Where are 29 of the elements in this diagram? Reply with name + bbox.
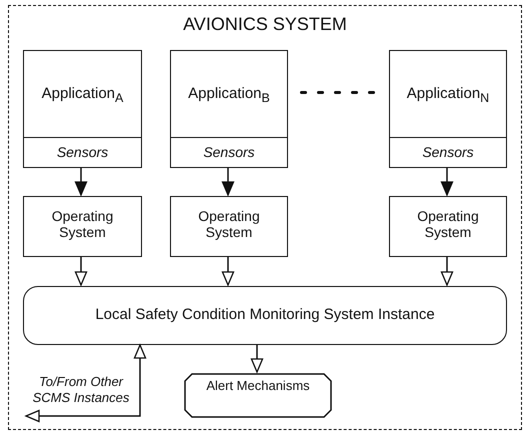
application-label: Application$_{A}$ [40,85,124,106]
system-title: AVIONICS SYSTEM [182,14,348,35]
rounded-box [23,286,507,345]
sensors-label: Sensors [56,144,110,160]
application-label: Application$_{N}$ [406,85,490,106]
arrow [25,344,146,422]
box-label: Alert Mechanisms [206,379,310,394]
arrow [74,167,88,196]
application-box [389,50,507,168]
application-box [170,50,288,168]
edge-label: To/From Other SCMS Instances [32,374,130,406]
process-box [389,196,507,257]
arrow [440,256,454,286]
arrow [440,167,454,196]
arrow [74,256,88,286]
process-box [23,196,142,257]
box-label: Operating System [416,208,480,240]
application-label: Application$_{B}$ [187,85,271,106]
box-label: Local Safety Condition Monitoring System Instance [94,306,436,324]
process-box [170,196,288,257]
system-boundary [8,5,522,430]
box-label: Operating System [50,208,114,240]
box-label: Operating System [197,208,261,240]
sensors-label: Sensors [421,144,475,160]
arrow [222,256,234,286]
application-box [23,50,142,168]
sensors-label: Sensors [202,144,256,160]
arrow [222,167,234,196]
arrow [250,344,264,373]
